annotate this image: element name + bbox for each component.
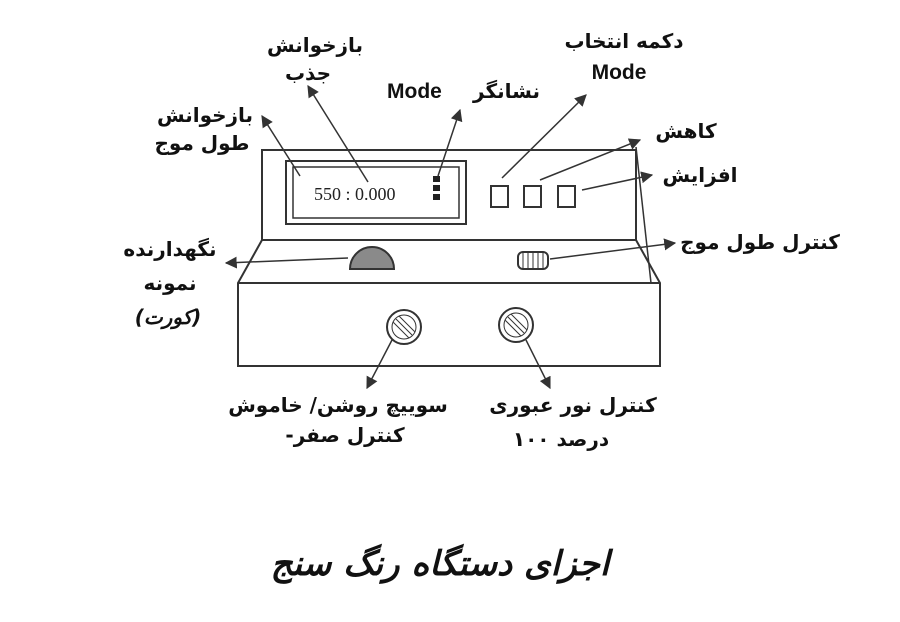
label-increase: افزایش xyxy=(662,163,737,187)
label-sample-holder-line3: (کورت) xyxy=(135,305,202,330)
mode-indicator-bar xyxy=(433,176,440,182)
arrow-absorbance xyxy=(307,84,369,183)
label-mode-button-line1: دکمه انتخاب xyxy=(565,29,684,53)
display-panel: 550 : 0.000 xyxy=(285,160,467,225)
mode-indicator-bar xyxy=(433,185,440,191)
display-bezel xyxy=(285,160,467,225)
label-wavelength-readout-line1: بازخوانش xyxy=(157,103,253,127)
arrow-sample-holder xyxy=(224,256,349,269)
pointer-arrows xyxy=(224,84,677,390)
label-decrease: کاهش xyxy=(655,119,717,143)
label-mode-indicator-latin: Mode xyxy=(387,80,442,103)
arrow-wavelength-readout xyxy=(261,114,301,177)
display-screen xyxy=(292,166,460,219)
increase-button[interactable] xyxy=(557,185,576,208)
arrow-increase xyxy=(581,171,654,191)
label-sample-holder-line1: نگهدارنده xyxy=(123,237,216,261)
sample-holder[interactable] xyxy=(348,246,396,270)
label-wavelength-readout-line2: طول موج xyxy=(154,131,249,155)
arrow-decrease xyxy=(539,138,642,181)
arrow-transmittance xyxy=(525,339,551,390)
arrow-decrease-leader xyxy=(635,146,652,284)
label-sample-holder-line2: نمونه xyxy=(143,271,196,295)
arrow-mode-indicator xyxy=(437,108,463,177)
lower-housing xyxy=(237,239,661,367)
label-transmittance-line1: کنترل نور عبوری xyxy=(489,393,657,417)
arrow-mode-button xyxy=(501,94,587,179)
arrow-wavelength-control xyxy=(549,238,677,260)
label-mode-button-line2: Mode xyxy=(592,61,647,84)
label-power-switch-line1: سوییچ روشن/ خاموش xyxy=(228,393,448,417)
label-power-switch-line2: -کنترل صفر xyxy=(285,423,405,447)
arrow-power-switch xyxy=(366,339,393,390)
label-transmittance-line2: ۱۰۰ درصد xyxy=(513,427,609,451)
display-reading: 550 : 0.000 xyxy=(314,184,396,204)
label-wavelength-control: کنترل طول موج xyxy=(680,230,840,254)
label-absorbance-line2: جذب xyxy=(285,61,331,85)
figure-title: اجزای دستگاه رنگ سنج xyxy=(271,543,614,584)
power-zero-knob[interactable] xyxy=(386,309,422,345)
decrease-button[interactable] xyxy=(523,185,542,208)
label-absorbance-line1: بازخوانش xyxy=(267,33,363,57)
instrument-body xyxy=(237,149,661,367)
wavelength-control-knob[interactable] xyxy=(517,251,549,270)
label-mode-indicator-text: نشانگر xyxy=(472,79,540,103)
mode-indicator-bar xyxy=(433,194,440,200)
callout-labels: بازخوانش جذب بازخوانش طول موج نشانگر Mod… xyxy=(123,29,840,451)
mode-select-button[interactable] xyxy=(490,185,509,208)
transmittance-knob[interactable] xyxy=(498,307,534,343)
